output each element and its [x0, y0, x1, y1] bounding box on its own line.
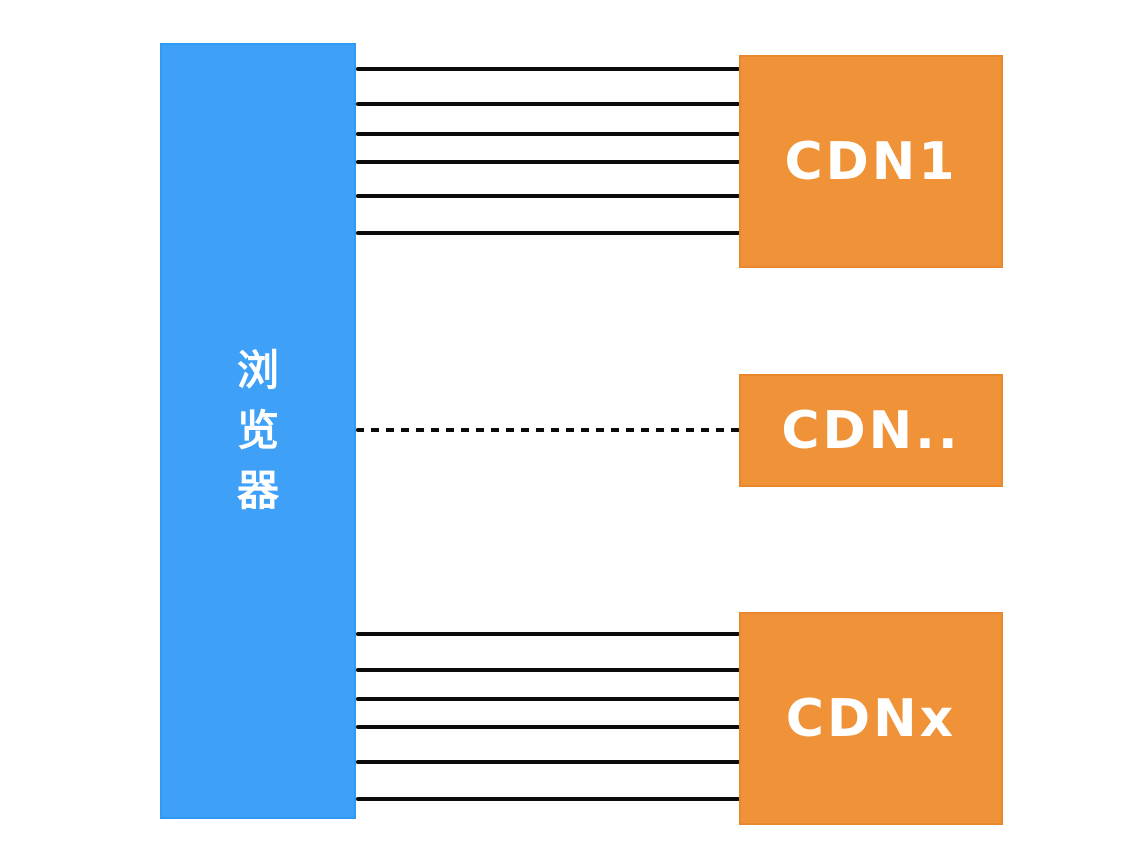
browser-label-char: 器: [236, 466, 279, 516]
browser-label-char: 浏: [236, 345, 279, 395]
connection-line-cdnx: [356, 725, 740, 729]
connection-line-cdn1: [356, 231, 740, 235]
cdn1-node: CDN1: [739, 55, 1003, 268]
cdn1-label: CDN1: [784, 131, 958, 192]
connection-line-cdnx: [356, 668, 740, 672]
browser-label-char: 览: [236, 405, 279, 455]
browser-label: 浏 览 器: [236, 345, 279, 516]
cdnx-label: CDNx: [785, 688, 957, 749]
connection-line-cdn1: [356, 132, 740, 136]
browser-node: 浏 览 器: [160, 43, 356, 819]
cdnx-node: CDNx: [739, 612, 1003, 825]
connection-line-cdn1: [356, 160, 740, 164]
connection-line-cdn1: [356, 67, 740, 71]
cdn-mid-label: CDN..: [781, 400, 961, 461]
connection-line-cdnx: [356, 632, 740, 636]
connection-line-cdnx: [356, 697, 740, 701]
connection-line-cdn1: [356, 102, 740, 106]
connection-line-cdn1: [356, 194, 740, 198]
connection-line-cdnx: [356, 797, 740, 801]
connection-line-cdnx: [356, 760, 740, 764]
connection-line-cdn-mid: [356, 428, 740, 432]
cdn-mid-node: CDN..: [739, 374, 1003, 487]
